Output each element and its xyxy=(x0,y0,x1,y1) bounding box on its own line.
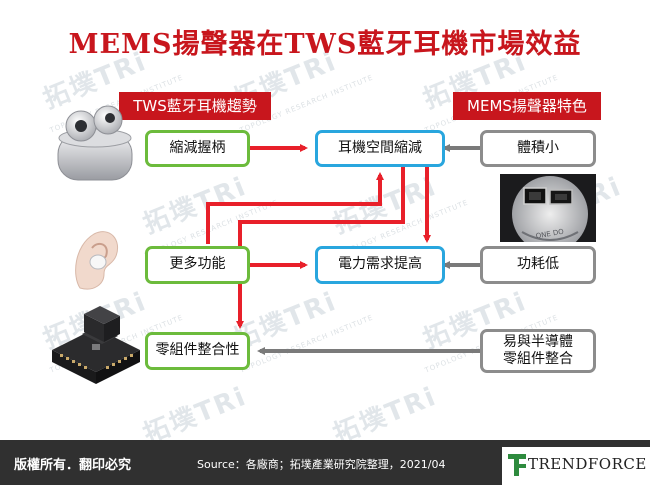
box-power-demand: 電力需求提高 xyxy=(315,246,445,284)
box-semiconductor-line2: 零組件整合 xyxy=(503,351,573,369)
box-semiconductor-integration: 易與半導體 零組件整合 xyxy=(480,329,596,373)
footer-source: Source：各廠商；拓墣產業研究院整理，2021/04 xyxy=(197,456,445,472)
box-component-integration: 零組件整合性 xyxy=(145,332,250,370)
box-low-power: 功耗低 xyxy=(480,246,596,284)
box-shrink-handle: 縮減握柄 xyxy=(145,130,250,167)
trendforce-logo-icon xyxy=(508,454,526,476)
box-semiconductor-line1: 易與半導體 xyxy=(503,334,573,352)
box-small-volume: 體積小 xyxy=(480,130,596,167)
footer-copyright: 版權所有．翻印必究 xyxy=(14,454,131,473)
trendforce-logo-text: TRENDFORCE xyxy=(528,455,647,473)
box-earphone-space: 耳機空間縮減 xyxy=(315,130,445,167)
arrow-functions-to-space xyxy=(208,175,380,244)
box-more-functions: 更多功能 xyxy=(145,246,250,284)
